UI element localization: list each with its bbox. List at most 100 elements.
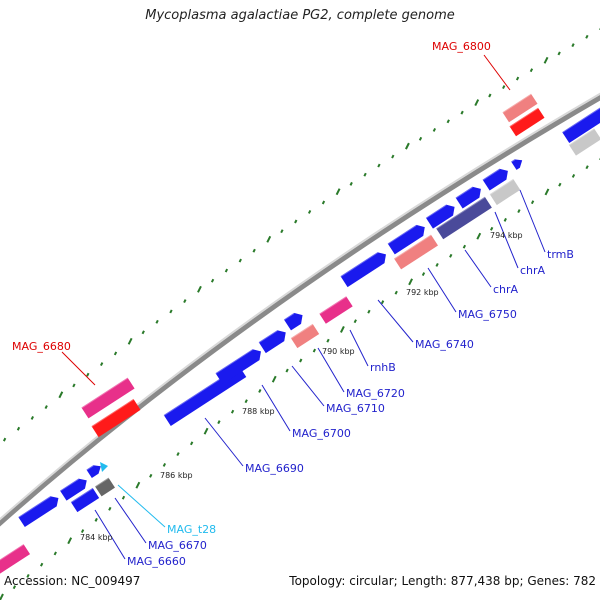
cds-block-shine	[85, 464, 94, 471]
gene-label-mag-6670[interactable]: MAG_6670	[148, 539, 207, 552]
leader-line	[291, 365, 325, 407]
tick-mark	[558, 182, 562, 187]
rna-block-body	[319, 296, 353, 324]
cds-block-body	[215, 349, 261, 385]
pink-block-highlight-shine	[501, 92, 532, 114]
tick-mark	[421, 272, 426, 277]
tick-mark	[285, 368, 289, 373]
tick-mark	[503, 217, 507, 222]
gene-label-rnhb[interactable]: rnhB	[370, 361, 396, 374]
tick-mark	[141, 330, 145, 335]
tick-mark	[517, 209, 521, 213]
tick-mark	[515, 76, 520, 81]
tick-mark	[238, 258, 242, 263]
cds-block-dark-body	[95, 477, 115, 497]
cds-block-body	[340, 252, 386, 288]
tick-mark	[394, 290, 398, 295]
tick-mark	[44, 405, 48, 410]
tick-mark	[557, 51, 561, 56]
cds-block-shine	[258, 329, 278, 344]
tick-mark	[86, 372, 90, 377]
gene-label-mag-6690[interactable]: MAG_6690	[245, 462, 304, 475]
tick-mark	[571, 43, 575, 48]
cds-block-body	[86, 465, 101, 479]
gene-label-mag-6720[interactable]: MAG_6720	[346, 387, 405, 400]
tick-mark	[40, 562, 44, 567]
tick-mark	[476, 232, 482, 240]
tick-mark	[405, 142, 410, 150]
cds-block-shine	[283, 312, 295, 321]
cds-block	[387, 224, 425, 255]
leader-line	[349, 329, 369, 367]
cds-block	[258, 329, 286, 354]
gene-label-mag-6750[interactable]: MAG_6750	[458, 308, 517, 321]
grey-block	[489, 178, 521, 206]
tick-mark	[321, 200, 326, 205]
cds-block-shine	[70, 487, 94, 503]
rna-block-shine	[0, 543, 25, 567]
scale-label-794: 794 kbp	[490, 231, 523, 240]
tick-mark	[210, 278, 215, 283]
tick-mark	[197, 285, 202, 293]
tick-mark	[16, 426, 21, 431]
cds-block-body	[455, 186, 481, 209]
cds-block-shine	[387, 224, 417, 245]
tick-mark	[26, 573, 30, 578]
cds-block-shine	[17, 495, 51, 518]
tick-mark	[380, 300, 385, 305]
tick-mark	[149, 473, 153, 478]
tick-mark	[127, 337, 133, 345]
cds-block-body	[562, 107, 600, 143]
tick-mark	[135, 481, 141, 489]
pink-block	[290, 323, 320, 349]
tick-mark	[307, 210, 312, 214]
cds-block	[455, 185, 481, 209]
gene-label-chra-1[interactable]: chrA	[520, 264, 546, 277]
tick-mark	[391, 154, 395, 159]
tick-mark	[12, 585, 17, 590]
gene-label-chra-2[interactable]: chrA	[493, 283, 519, 296]
cds-block-shine	[214, 348, 253, 375]
tick-mark	[176, 452, 180, 457]
tick-mark	[121, 495, 126, 500]
gene-label-mag-6800[interactable]: MAG_6800	[432, 40, 491, 53]
cds-block	[283, 312, 303, 331]
cds-block-body	[511, 159, 523, 170]
tick-mark	[543, 56, 549, 64]
leader-line	[94, 509, 126, 560]
tick-mark	[544, 188, 550, 196]
cds-block	[510, 158, 523, 170]
tick-mark	[363, 172, 367, 177]
leader-line	[483, 54, 511, 91]
navy-block-shine	[435, 195, 486, 230]
tick-mark	[2, 437, 7, 442]
cds-block-body	[70, 487, 100, 513]
gene-label-mag-6660[interactable]: MAG_6660	[127, 555, 186, 568]
cds-block-grey	[568, 127, 600, 156]
tick-mark	[169, 309, 173, 314]
tick-mark	[183, 299, 187, 304]
cds-block-grey-body	[568, 128, 600, 156]
tick-mark	[0, 593, 4, 600]
tick-mark	[418, 136, 423, 141]
cds-block-body	[283, 312, 303, 331]
leader-line	[261, 384, 291, 432]
tick-marks	[0, 27, 600, 600]
tick-mark	[335, 188, 341, 196]
map-title: Mycoplasma agalactiae PG2, complete geno…	[145, 8, 455, 23]
gene-label-mag-t28[interactable]: MAG_t28	[167, 523, 216, 536]
tick-mark	[224, 268, 229, 273]
tick-mark	[530, 200, 535, 205]
gene-label-trmb[interactable]: trmB	[547, 248, 574, 261]
gene-label-mag-6680[interactable]: MAG_6680	[12, 340, 71, 353]
tick-mark	[294, 219, 298, 224]
tick-mark	[408, 278, 413, 286]
tick-mark	[108, 506, 112, 511]
cds-block	[482, 167, 508, 191]
cds-block	[70, 487, 100, 513]
tick-mark	[271, 375, 277, 383]
gene-label-mag-6710[interactable]: MAG_6710	[326, 402, 385, 415]
gene-label-mag-6700[interactable]: MAG_6700	[292, 427, 351, 440]
gene-label-mag-6740[interactable]: MAG_6740	[415, 338, 474, 351]
tick-mark	[80, 529, 85, 533]
